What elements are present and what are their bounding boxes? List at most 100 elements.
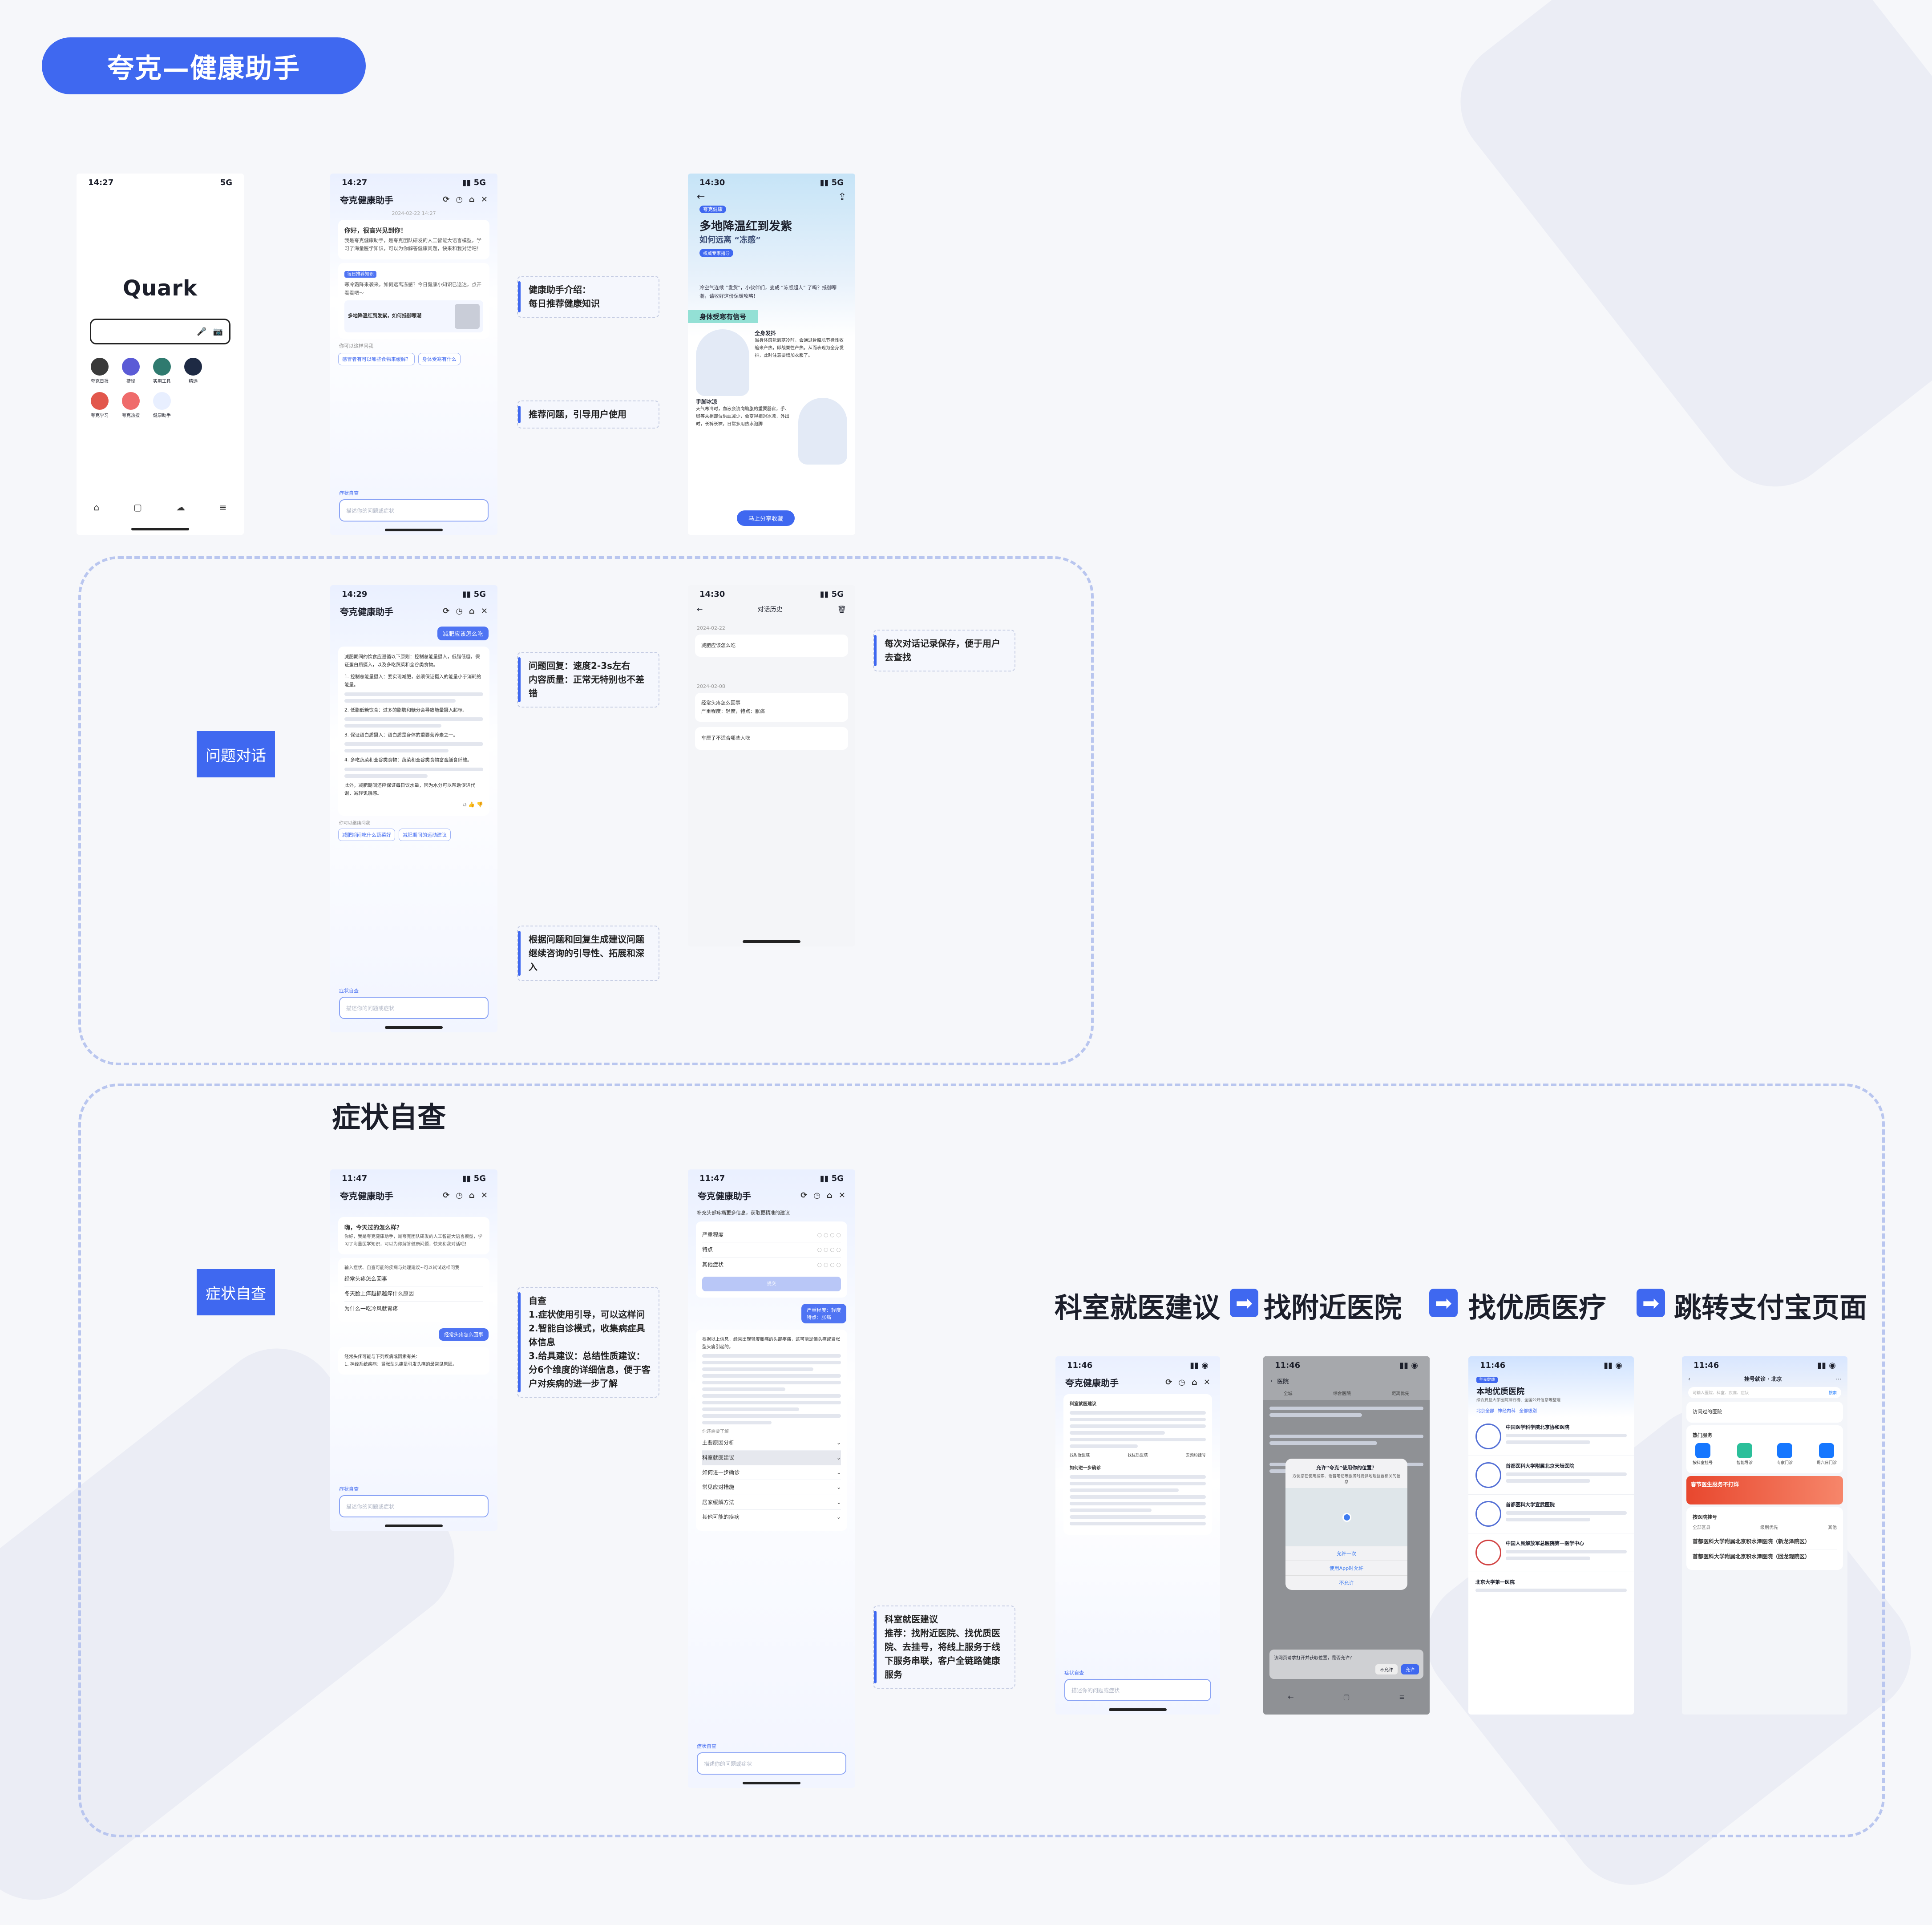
symptom-check-tag[interactable]: 症状自查	[1064, 1670, 1084, 1676]
form-field-option[interactable]: ○ ○ ○ ○	[817, 1261, 841, 1268]
copy-icon[interactable]: ⧉	[462, 801, 467, 808]
refresh-icon[interactable]: ⟳	[443, 607, 450, 616]
service-item[interactable]: 专家门诊	[1777, 1443, 1793, 1467]
register-button[interactable]: 去预约挂号	[1185, 1453, 1206, 1458]
example-question[interactable]: 冬天脸上痒越抓越痒什么原因	[344, 1286, 483, 1302]
accordion-item[interactable]: 其他可能的疾病⌄	[702, 1510, 841, 1524]
delete-icon[interactable]: 🗑	[837, 605, 846, 614]
form-field-option[interactable]: ○ ○ ○ ○	[817, 1246, 841, 1253]
bell-icon[interactable]: ⌂	[469, 607, 475, 616]
close-icon[interactable]: ✕	[481, 1191, 488, 1200]
refresh-icon[interactable]: ⟳	[443, 195, 450, 204]
example-question[interactable]: 经常头疼怎么回事	[344, 1272, 483, 1287]
symptom-check-tag[interactable]: 症状自查	[339, 490, 359, 496]
mic-icon[interactable]: 🎤	[197, 327, 207, 336]
search-input[interactable]: 🎤📷	[90, 319, 230, 344]
tabs-icon[interactable]: ▢	[1343, 1693, 1350, 1701]
list-filter[interactable]: 级别优先	[1760, 1525, 1778, 1531]
form-field-option[interactable]: ○ ○ ○ ○	[817, 1232, 841, 1238]
promo-banner[interactable]: 春节医生服务不打烊	[1686, 1476, 1843, 1504]
deny-location-button[interactable]: 不允许	[1285, 1575, 1407, 1590]
chat-input[interactable]: 描述你的问题或症状	[339, 997, 489, 1019]
camera-icon[interactable]: 📷	[213, 327, 223, 336]
accordion-item[interactable]: 如何进一步确诊⌄	[702, 1465, 841, 1480]
history-icon[interactable]: ◷	[1178, 1378, 1186, 1387]
deny-button[interactable]: 不允许	[1375, 1664, 1398, 1674]
app-icon[interactable]: 实用工具	[151, 358, 173, 384]
app-icon[interactable]: 夸克日报	[89, 358, 110, 384]
cloud-icon[interactable]: ☁	[176, 502, 185, 513]
hospital-item[interactable]: 首都医科大学宣武医院	[1468, 1495, 1634, 1533]
hospital-item[interactable]: 首都医科大学附属北京天坛医院	[1468, 1456, 1634, 1495]
hospital-item[interactable]: 中国医学科学院北京协和医院	[1468, 1417, 1634, 1456]
suggest-chip[interactable]: 身体受寒有什么	[418, 352, 461, 365]
hospital-item[interactable]: 北京大学第一医院	[1468, 1572, 1634, 1601]
nearby-hospital-button[interactable]: 找附近医院	[1070, 1453, 1090, 1458]
symptom-check-tag[interactable]: 症状自查	[339, 988, 359, 994]
history-icon[interactable]: ◷	[813, 1191, 821, 1200]
refresh-icon[interactable]: ⟳	[443, 1191, 450, 1200]
app-icon[interactable]: 夸克热搜	[120, 392, 141, 418]
history-item[interactable]: 减肥应该怎么吃	[695, 635, 848, 657]
tabs-icon[interactable]: ▢	[133, 502, 142, 513]
allow-once-button[interactable]: 允许一次	[1285, 1546, 1407, 1561]
chat-input[interactable]: 描述你的问题或症状	[339, 1495, 489, 1517]
service-item[interactable]: 周六日门诊	[1817, 1443, 1837, 1467]
hospital-item[interactable]: 首都医科大学附属北京积水潭医院（回龙观院区）	[1693, 1549, 1837, 1564]
visited-hospitals[interactable]: 访问过的医院	[1686, 1402, 1843, 1423]
allow-button[interactable]: 允许	[1401, 1664, 1419, 1674]
filter-chip[interactable]: 神经内科	[1498, 1409, 1516, 1414]
bell-icon[interactable]: ⌂	[1192, 1378, 1197, 1387]
history-icon[interactable]: ◷	[456, 1191, 463, 1200]
allow-while-using-button[interactable]: 使用App时允许	[1285, 1561, 1407, 1575]
filter-chip[interactable]: 综合医院	[1333, 1391, 1351, 1396]
like-icon[interactable]: 👍	[468, 801, 475, 808]
suggest-chip[interactable]: 减肥期间的运动建议	[399, 829, 451, 841]
health-assistant-app-icon[interactable]: 健康助手	[151, 392, 173, 418]
history-item[interactable]: 经常头疼怎么回事 严重程度：轻度，特点：胀痛	[695, 693, 848, 722]
service-item[interactable]: 智能导诊	[1737, 1443, 1753, 1467]
app-icon[interactable]: 捷径	[120, 358, 141, 384]
suggest-chip[interactable]: 感冒者有可以哪些食物来缓解？	[338, 352, 415, 365]
accordion-item[interactable]: 常见应对措施⌄	[702, 1480, 841, 1495]
chat-input[interactable]: 描述你的问题或症状	[339, 499, 489, 522]
symptom-check-tag[interactable]: 症状自查	[697, 1743, 716, 1749]
share-icon[interactable]: ⇪	[838, 191, 846, 202]
app-icon[interactable]: 夸克学习	[89, 392, 110, 418]
daily-knowledge-card[interactable]: 每日推荐知识 寒冷霜降来袭来，如何远离冻感？今日健康小知识已送达，点开看看吧～ …	[338, 263, 489, 339]
app-icon[interactable]: 精选	[182, 358, 204, 384]
close-icon[interactable]: ✕	[838, 1191, 845, 1200]
history-item[interactable]: 车厘子不适合哪些人吃	[695, 727, 848, 750]
filter-chip[interactable]: 全城	[1283, 1391, 1293, 1396]
bell-icon[interactable]: ⌂	[469, 1191, 475, 1200]
alipay-search-button[interactable]: 搜索	[1828, 1391, 1837, 1395]
back-icon[interactable]: ←	[1288, 1693, 1294, 1701]
list-filter[interactable]: 其他	[1828, 1525, 1837, 1531]
example-question[interactable]: 为什么一吃冷风就胃疼	[344, 1302, 483, 1316]
back-icon[interactable]: ‹	[1270, 1378, 1273, 1384]
list-filter[interactable]: 全部区县	[1693, 1525, 1710, 1531]
bell-icon[interactable]: ⌂	[827, 1191, 833, 1200]
accordion-item[interactable]: 主要原因分析⌄	[702, 1436, 841, 1451]
history-icon[interactable]: ◷	[456, 195, 463, 204]
back-icon[interactable]: ←	[697, 191, 705, 202]
refresh-icon[interactable]: ⟳	[800, 1191, 808, 1200]
quality-hospital-button[interactable]: 找优质医院	[1128, 1453, 1148, 1458]
chat-input[interactable]: 描述你的问题或症状	[1064, 1679, 1211, 1701]
menu-icon[interactable]: ≡	[1399, 1693, 1405, 1701]
alipay-search-input[interactable]: 可输入医院、科室、疾病、症状	[1693, 1391, 1749, 1395]
symptom-check-tag[interactable]: 症状自查	[339, 1486, 359, 1492]
chat-input[interactable]: 描述你的问题或症状	[697, 1752, 846, 1775]
back-icon[interactable]: ‹	[1688, 1375, 1690, 1382]
close-icon[interactable]: ✕	[481, 195, 488, 204]
share-collect-button[interactable]: 马上分享收藏	[737, 510, 795, 526]
service-item[interactable]: 按科室挂号	[1693, 1443, 1713, 1467]
refresh-icon[interactable]: ⟳	[1165, 1378, 1172, 1387]
home-tab-icon[interactable]: ⌂	[93, 502, 100, 513]
suggest-chip[interactable]: 减肥期间吃什么蔬菜好	[338, 829, 395, 841]
filter-chip[interactable]: 距离优先	[1391, 1391, 1410, 1396]
filter-chip[interactable]: 北京全部	[1476, 1409, 1494, 1414]
filter-chip[interactable]: 全部级别	[1519, 1409, 1537, 1414]
bell-icon[interactable]: ⌂	[469, 195, 475, 204]
back-icon[interactable]: ←	[697, 605, 703, 614]
